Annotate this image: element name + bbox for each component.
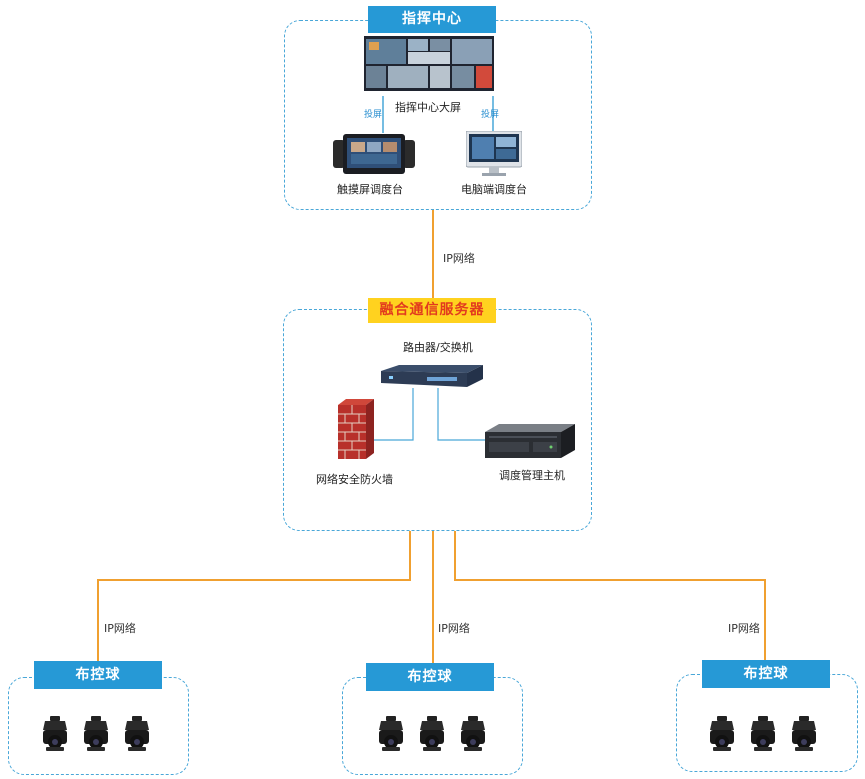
monitor-icon xyxy=(466,131,522,176)
camera-group-title-3: 布控球 xyxy=(702,660,830,688)
firewall-label: 网络安全防火墙 xyxy=(316,473,393,486)
host-image xyxy=(485,424,575,460)
link-line-right xyxy=(454,531,766,660)
ip-network-label-top: IP网络 xyxy=(443,252,475,265)
server-rack-icon xyxy=(485,424,575,458)
big-screen-label: 指挥中心大屏 xyxy=(395,101,461,114)
router-firewall-line xyxy=(372,388,414,441)
link-line-left xyxy=(97,531,411,662)
ptz-camera-icon xyxy=(460,716,486,752)
camera-group-title-2: 布控球 xyxy=(366,663,494,691)
touch-console-label: 触摸屏调度台 xyxy=(337,183,403,196)
ptz-camera-icon xyxy=(791,716,817,752)
ptz-camera-icon xyxy=(709,716,735,752)
ptz-camera-icon xyxy=(750,716,776,752)
router-host-line xyxy=(437,388,490,441)
ip-network-label-right: IP网络 xyxy=(728,622,760,635)
pc-console-label: 电脑端调度台 xyxy=(461,183,527,196)
big-screen-image xyxy=(364,36,494,91)
video-wall-icon xyxy=(364,36,494,91)
command-center-title: 指挥中心 xyxy=(368,6,496,33)
firewall-image xyxy=(338,399,374,459)
ptz-camera-icon xyxy=(83,716,109,752)
switch-icon xyxy=(381,365,483,387)
router-image xyxy=(381,365,483,389)
ptz-camera-icon xyxy=(42,716,68,752)
cast-label-left: 投屏 xyxy=(364,110,383,120)
pc-console-image xyxy=(466,131,522,177)
ptz-camera-icon xyxy=(419,716,445,752)
ip-network-label-middle: IP网络 xyxy=(438,622,470,635)
ptz-camera-icon xyxy=(378,716,404,752)
cast-label-right: 投屏 xyxy=(481,110,500,120)
firewall-icon xyxy=(338,399,374,459)
ip-network-label-left: IP网络 xyxy=(104,622,136,635)
touch-console-icon xyxy=(333,134,415,174)
touch-console-image xyxy=(333,134,415,174)
ptz-camera-icon xyxy=(124,716,150,752)
host-label: 调度管理主机 xyxy=(499,469,565,482)
server-title: 融合通信服务器 xyxy=(368,298,496,323)
router-label: 路由器/交换机 xyxy=(403,341,473,354)
camera-group-title-1: 布控球 xyxy=(34,661,162,689)
